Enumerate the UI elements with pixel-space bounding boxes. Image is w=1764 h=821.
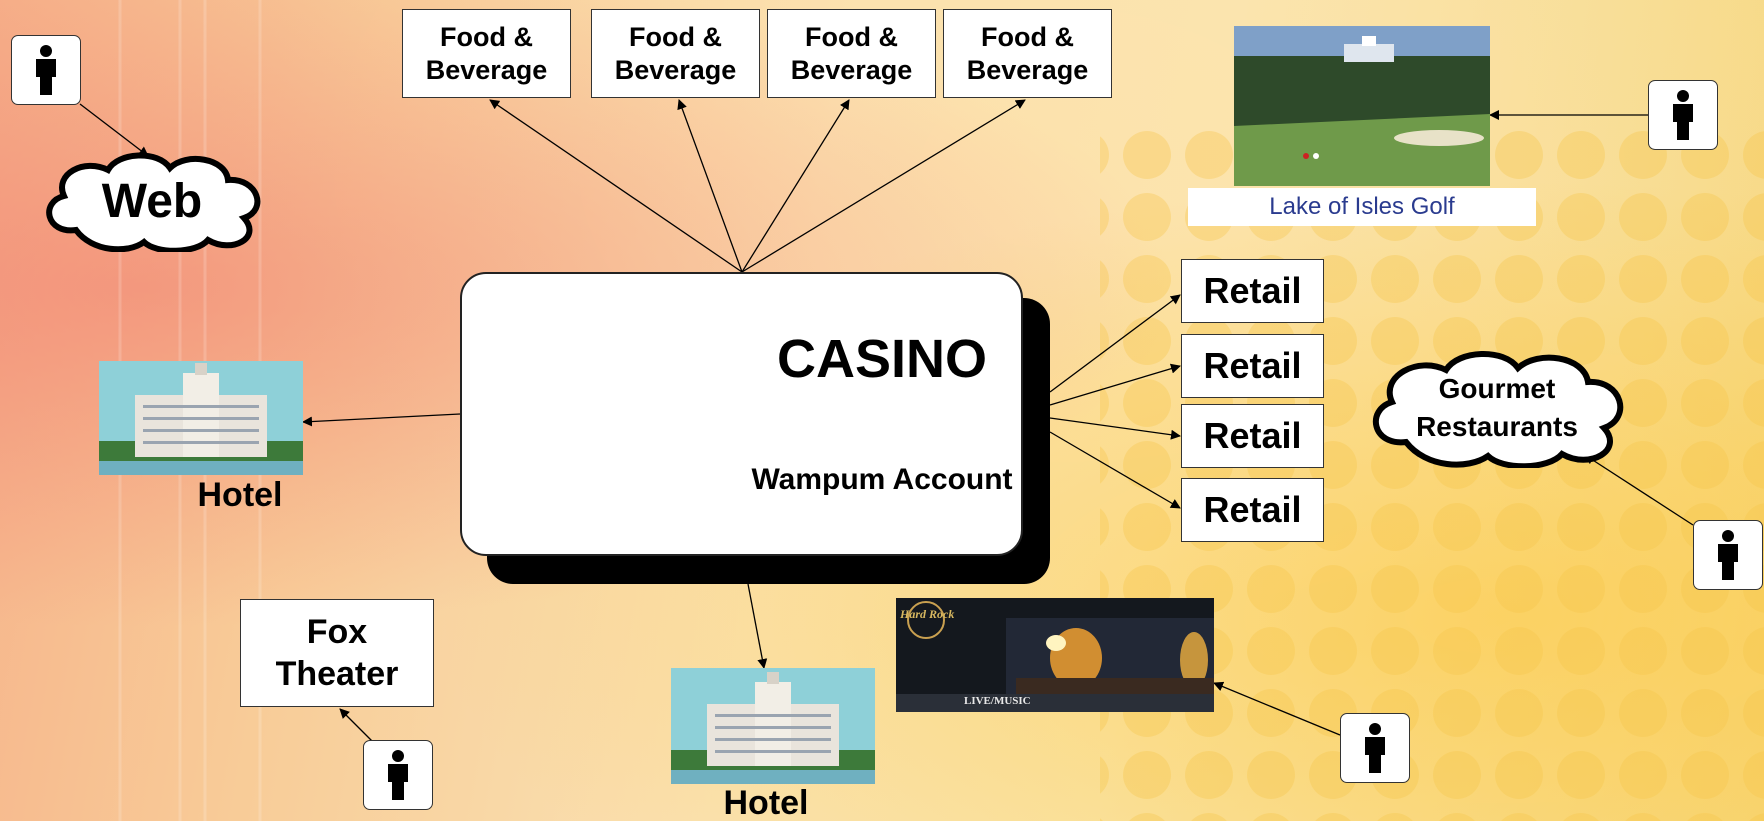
arrow-user-to-gourmet <box>1584 454 1694 526</box>
arrow-user-to-hardrock <box>1213 681 1341 736</box>
retail-box-2: Retail <box>1181 334 1324 398</box>
retail-box-1: Retail <box>1181 259 1324 323</box>
user-box-golf <box>1648 80 1718 150</box>
person-icon <box>1718 530 1738 580</box>
gourmet-restaurants-cloud: Gourmet Restaurants <box>1362 348 1632 470</box>
user-box-fox-theater <box>363 740 433 810</box>
retail-box-3: Retail <box>1181 404 1324 468</box>
casino-box <box>460 272 1023 556</box>
arrow-casino-to-fb-2 <box>677 99 743 273</box>
web-label: Web <box>101 174 203 228</box>
food-beverage-box-3: Food & Beverage <box>767 9 936 98</box>
gourmet-restaurants-label: Gourmet Restaurants <box>1416 373 1578 442</box>
food-beverage-box-4: Food & Beverage <box>943 9 1112 98</box>
casino-title: CASINO <box>776 329 987 389</box>
web-cloud: Web <box>36 150 268 254</box>
hotel-image-left <box>99 361 303 475</box>
arrow-user-to-web <box>79 103 149 157</box>
person-icon <box>388 750 408 800</box>
cloud-shape <box>46 152 261 254</box>
arrow-casino-to-fb-1 <box>489 99 743 273</box>
casino-subtitle: Wampum Account <box>751 463 1013 496</box>
arrow-casino-to-retail-4 <box>1049 431 1181 509</box>
cloud-shape <box>1372 351 1624 470</box>
hotel-image-bottom <box>671 668 875 784</box>
arrow-casino-to-hotel-bottom <box>747 583 768 669</box>
arrow-user-to-fox <box>339 708 373 742</box>
hard-rock-logo: Hard Rock <box>900 607 955 621</box>
person-icon <box>36 45 56 95</box>
golf-caption: Lake of Isles Golf <box>1188 188 1536 226</box>
food-beverage-box-2: Food & Beverage <box>591 9 760 98</box>
person-icon <box>1673 90 1693 140</box>
arrow-casino-to-hotel-left <box>302 413 461 427</box>
person-icon <box>1365 723 1385 773</box>
golf-course-image <box>1234 26 1490 186</box>
hotel-bottom-label: Hotel <box>723 784 809 821</box>
user-box-hard-rock <box>1340 713 1410 783</box>
hard-rock-live-banner: Hard Rock LIVE/MUSIC <box>896 598 1214 712</box>
fox-theater-box: Fox Theater <box>240 599 434 707</box>
retail-box-4: Retail <box>1181 478 1324 542</box>
user-box-web <box>11 35 81 105</box>
hotel-left-label: Hotel <box>197 476 283 514</box>
arrow-casino-to-retail-1 <box>1049 294 1181 393</box>
arrow-casino-to-retail-3 <box>1049 417 1181 440</box>
arrow-casino-to-fb-4 <box>741 99 1026 273</box>
arrow-casino-to-fb-3 <box>741 99 850 273</box>
live-music-label: LIVE/MUSIC <box>964 695 1031 707</box>
arrow-casino-to-retail-2 <box>1049 363 1181 406</box>
food-beverage-box-1: Food & Beverage <box>402 9 571 98</box>
user-box-gourmet <box>1693 520 1763 590</box>
